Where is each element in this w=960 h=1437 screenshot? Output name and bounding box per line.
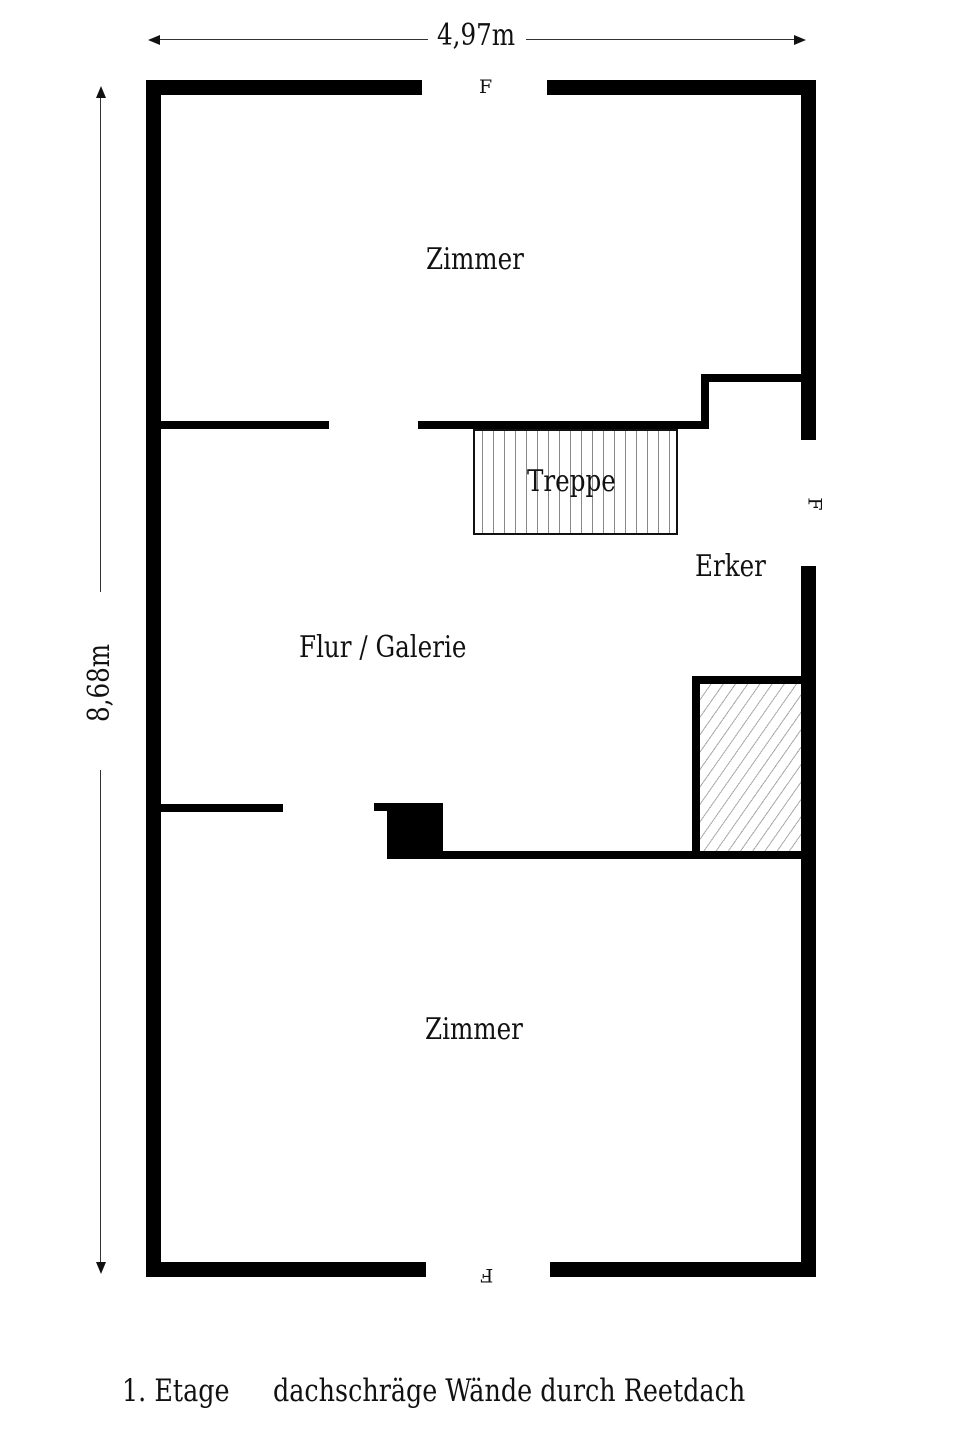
arrow-down-icon	[96, 1262, 106, 1274]
chimney-block	[387, 803, 443, 859]
inner-wall-lower-left	[161, 804, 283, 812]
inner-wall-upper-left	[161, 421, 329, 429]
outer-wall-right-lower	[801, 566, 816, 1277]
outer-wall-top-right	[547, 80, 816, 95]
outer-wall-left	[146, 80, 161, 1277]
window-mark-bottom: F	[480, 1264, 494, 1286]
height-dimension-line-bottom	[100, 770, 101, 1270]
outer-wall-bottom-right	[550, 1262, 816, 1277]
inner-wall-upper-right	[418, 421, 709, 429]
inner-wall-step-horizontal	[701, 374, 801, 382]
roof-note: dachschräge Wände durch Reetdach	[273, 1373, 746, 1409]
room-label-treppe: Treppe	[527, 464, 616, 499]
width-dimension-label: 4,97m	[437, 18, 516, 53]
height-dimension-line-top	[100, 92, 101, 592]
room-label-zimmer-top: Zimmer	[426, 242, 524, 277]
width-dimension-line-right	[526, 39, 802, 40]
height-dimension-label: 8,68m	[82, 627, 117, 722]
chimney-ledge	[374, 803, 394, 811]
room-label-erker: Erker	[695, 549, 766, 584]
arrow-left-icon	[148, 35, 160, 45]
floor-label: 1. Etage	[122, 1373, 230, 1409]
room-label-flur-galerie: Flur / Galerie	[299, 630, 467, 665]
window-mark-right: F	[803, 497, 826, 511]
shaft-wall-top	[692, 676, 801, 684]
hatched-shaft	[700, 684, 801, 851]
inner-wall-step-vertical	[701, 374, 709, 429]
outer-wall-right-upper	[801, 80, 816, 440]
inner-wall-lower-right	[387, 851, 801, 859]
arrow-up-icon	[96, 86, 106, 98]
outer-wall-bottom-left	[146, 1262, 426, 1277]
room-label-zimmer-bottom: Zimmer	[425, 1012, 523, 1047]
window-mark-top: F	[479, 76, 493, 98]
stairs-area	[473, 429, 678, 535]
outer-wall-top-left	[146, 80, 422, 95]
shaft-wall-left	[692, 676, 700, 859]
height-dimension-text: 8,68m	[82, 643, 117, 722]
arrow-right-icon	[794, 35, 806, 45]
width-dimension-line-left	[152, 39, 428, 40]
